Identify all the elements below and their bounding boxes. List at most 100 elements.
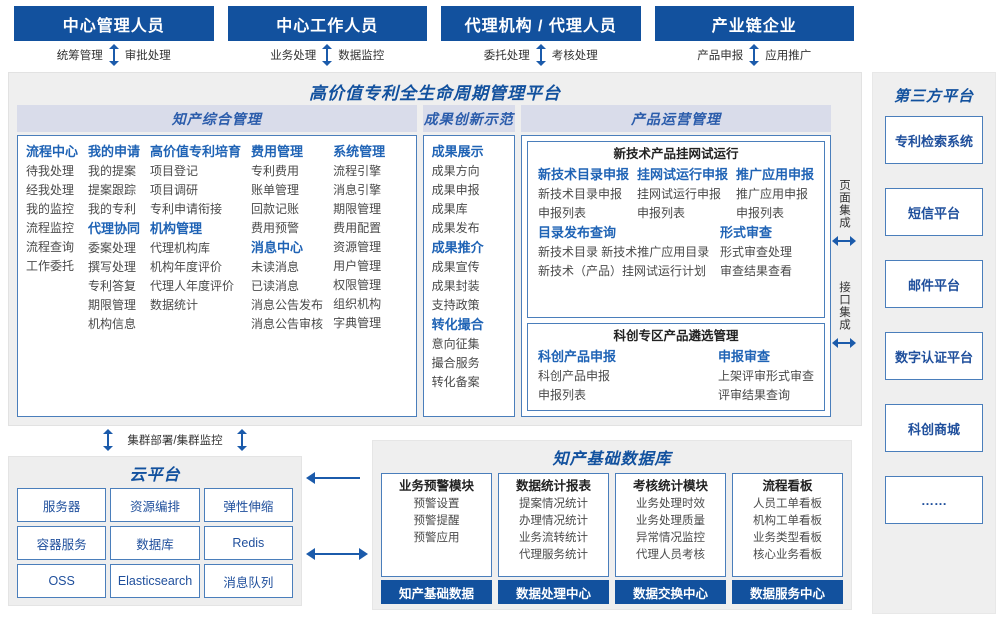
menu-item[interactable]: 我的提案	[88, 164, 137, 178]
menu-item[interactable]: 审查结果查看	[719, 264, 792, 278]
cloud-cell-2[interactable]: 弹性伸缩	[203, 488, 293, 522]
third-party-item-3[interactable]: 数字认证平台	[885, 332, 983, 380]
menu-item[interactable]: 我的专利	[88, 202, 137, 216]
menu-item[interactable]: 成果方向	[431, 164, 480, 178]
menu-item[interactable]: 费用配置	[333, 221, 382, 235]
menu-group-title[interactable]: 推广应用申报	[735, 167, 814, 182]
database-card-item[interactable]: 预警提醒	[413, 515, 460, 527]
menu-item[interactable]: 机构信息	[88, 317, 137, 331]
menu-item[interactable]: 申报列表	[537, 206, 586, 220]
menu-item[interactable]: 专利申请衔接	[150, 202, 223, 216]
database-footer-0[interactable]: 知产基础数据	[381, 580, 492, 604]
menu-group-title[interactable]: 费用管理	[251, 144, 304, 159]
cloud-cell-4[interactable]: 数据库	[110, 526, 200, 560]
menu-group-title[interactable]: 挂网试运行申报	[636, 167, 728, 182]
menu-group-title[interactable]: 机构管理	[150, 221, 203, 236]
database-card-item[interactable]: 办理情况统计	[519, 515, 588, 527]
menu-group-title[interactable]: 形式审查	[719, 225, 772, 240]
database-card-item[interactable]: 业务处理质量	[636, 515, 705, 527]
menu-item[interactable]: 回款记账	[251, 202, 300, 216]
database-footer-1[interactable]: 数据处理中心	[498, 580, 609, 604]
menu-item[interactable]: 待我处理	[26, 164, 75, 178]
menu-item[interactable]: 专利答复	[88, 279, 137, 293]
database-card-item[interactable]: 预警应用	[413, 532, 460, 544]
menu-item[interactable]: 评审结果查询	[717, 388, 790, 402]
menu-item[interactable]: 用户管理	[333, 259, 382, 273]
third-party-item-5[interactable]: ……	[885, 476, 983, 524]
menu-item[interactable]: 数据统计	[150, 298, 199, 312]
menu-item[interactable]: 新技术目录申报	[537, 187, 622, 201]
menu-item[interactable]: 资源管理	[333, 240, 382, 254]
cloud-cell-6[interactable]: OSS	[17, 564, 107, 598]
menu-item[interactable]: 撰写处理	[88, 260, 137, 274]
menu-item[interactable]: 权限管理	[333, 278, 382, 292]
menu-item[interactable]: 申报列表	[735, 206, 784, 220]
menu-item[interactable]: 账单管理	[251, 183, 300, 197]
menu-item[interactable]: 支持政策	[431, 298, 480, 312]
database-card-item[interactable]: 代理服务统计	[519, 549, 588, 561]
database-card-item[interactable]: 业务类型看板	[753, 532, 822, 544]
menu-item[interactable]: 流程监控	[26, 221, 75, 235]
menu-item[interactable]: 推广应用申报	[735, 187, 808, 201]
menu-item[interactable]: 代理机构库	[150, 241, 211, 255]
cloud-cell-0[interactable]: 服务器	[17, 488, 107, 522]
menu-item[interactable]: 工作委托	[26, 259, 75, 273]
menu-item[interactable]: 申报列表	[537, 388, 586, 402]
cloud-cell-7[interactable]: Elasticsearch	[110, 564, 200, 598]
menu-item[interactable]: 挂网试运行申报	[636, 187, 721, 201]
menu-group-title[interactable]: 申报审查	[717, 349, 770, 364]
menu-item[interactable]: 申报列表	[636, 206, 685, 220]
database-card-item[interactable]: 代理人员考核	[636, 549, 705, 561]
menu-group-title[interactable]: 我的申请	[88, 144, 141, 159]
cloud-cell-1[interactable]: 资源编排	[110, 488, 200, 522]
menu-item[interactable]: 转化备案	[431, 375, 480, 389]
menu-group-title[interactable]: 成果展示	[431, 144, 484, 159]
menu-item[interactable]: 成果宣传	[431, 260, 480, 274]
menu-item[interactable]: 代理人年度评价	[150, 279, 235, 293]
menu-item[interactable]: 成果发布	[431, 221, 480, 235]
database-footer-3[interactable]: 数据服务中心	[732, 580, 843, 604]
menu-item[interactable]: 上架评审形式审查	[717, 369, 814, 383]
database-card-item[interactable]: 机构工单看板	[753, 515, 822, 527]
menu-group-title[interactable]: 科创产品申报	[537, 349, 616, 364]
database-card-item[interactable]: 业务流转统计	[519, 532, 588, 544]
menu-item[interactable]: 已读消息	[251, 279, 300, 293]
menu-item[interactable]: 消息公告发布	[251, 298, 324, 312]
menu-group-title[interactable]: 高价值专利培育	[150, 144, 242, 159]
menu-item[interactable]: 机构年度评价	[150, 260, 223, 274]
menu-item[interactable]: 未读消息	[251, 260, 300, 274]
menu-item[interactable]: 经我处理	[26, 183, 75, 197]
cloud-cell-5[interactable]: Redis	[203, 526, 293, 560]
menu-group-title[interactable]: 转化撮合	[431, 317, 484, 332]
third-party-item-2[interactable]: 邮件平台	[885, 260, 983, 308]
role-title-3[interactable]: 产业链企业	[654, 6, 854, 41]
role-title-1[interactable]: 中心工作人员	[227, 6, 427, 41]
database-card-item[interactable]: 人员工单看板	[753, 498, 822, 510]
menu-group-title[interactable]: 成果推介	[431, 240, 484, 255]
menu-item[interactable]: 成果申报	[431, 183, 480, 197]
menu-item[interactable]: 意向征集	[431, 337, 480, 351]
third-party-item-0[interactable]: 专利检索系统	[885, 116, 983, 164]
menu-item[interactable]: 组织机构	[333, 297, 382, 311]
menu-item[interactable]: 委案处理	[88, 241, 137, 255]
menu-item[interactable]: 我的监控	[26, 202, 75, 216]
menu-group-title[interactable]: 代理协同	[88, 221, 141, 236]
menu-item[interactable]: 费用预警	[251, 221, 300, 235]
third-party-item-1[interactable]: 短信平台	[885, 188, 983, 236]
database-card-item[interactable]: 预警设置	[413, 498, 460, 510]
menu-item[interactable]: 成果库	[431, 202, 468, 216]
cloud-cell-8[interactable]: 消息队列	[203, 564, 293, 598]
menu-item[interactable]: 期限管理	[88, 298, 137, 312]
menu-item[interactable]: 新技术（产品）挂网试运行计划	[537, 264, 706, 278]
third-party-item-4[interactable]: 科创商城	[885, 404, 983, 452]
menu-group-title[interactable]: 目录发布查询	[537, 225, 616, 240]
menu-item[interactable]: 成果封装	[431, 279, 480, 293]
menu-item[interactable]: 消息公告审核	[251, 317, 324, 331]
menu-item[interactable]: 撮合服务	[431, 356, 480, 370]
role-title-0[interactable]: 中心管理人员	[14, 6, 214, 41]
database-card-item[interactable]: 异常情况监控	[636, 532, 705, 544]
menu-item[interactable]: 流程查询	[26, 240, 75, 254]
menu-group-title[interactable]: 新技术目录申报	[537, 167, 629, 182]
menu-item[interactable]: 科创产品申报	[537, 369, 610, 383]
cloud-cell-3[interactable]: 容器服务	[17, 526, 107, 560]
